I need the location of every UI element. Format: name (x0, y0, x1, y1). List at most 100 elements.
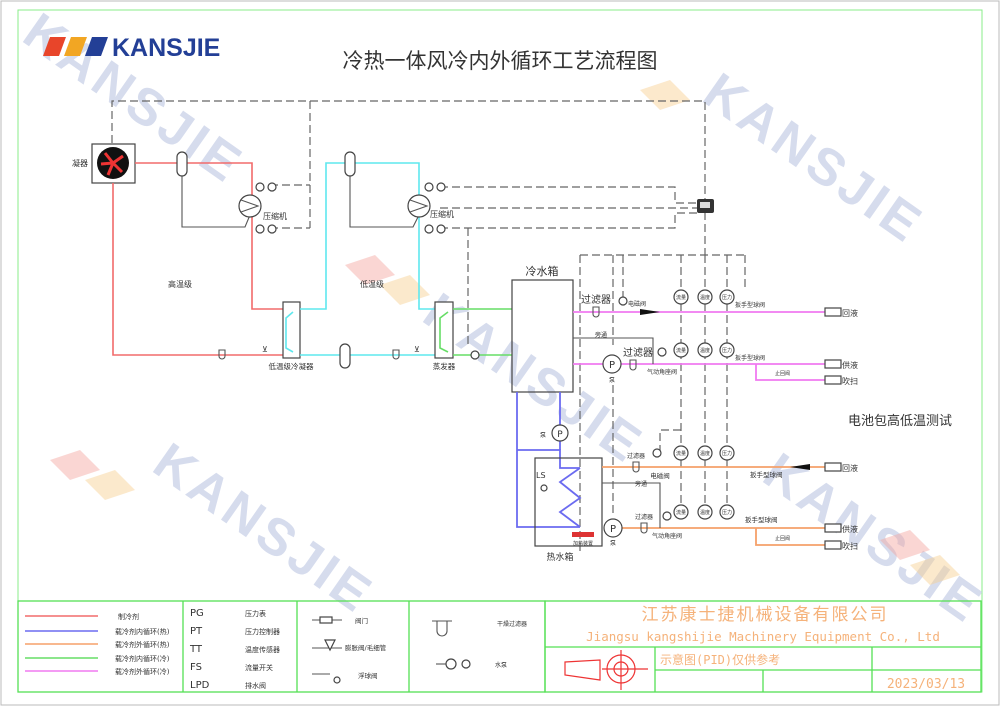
labels-pressure-text: 压力 (722, 294, 732, 301)
filter-icon (640, 522, 648, 534)
labels-level_switch-text: LS (536, 471, 546, 480)
legend-lines-4-label-text: 载冷剂外循环(冷) (115, 667, 170, 676)
cascade-condenser: 低温级冷凝器 (269, 301, 314, 371)
pump-icon (603, 518, 623, 538)
labels-purge-text: 吹扫 (842, 376, 858, 386)
legend-lines-3-label-text: 载冷剂内循环(冷) (115, 654, 170, 663)
labels-flow-text: 流量 (676, 509, 686, 516)
legend-symbols-4-label-text: 水泵 (495, 661, 507, 669)
code-legend: PG PT TT FS LPD 压力表 压力控制器 温度传感器 流量开关 排水阀 (189, 608, 280, 691)
labels-pump-text: 泵 (540, 432, 546, 439)
filter-icon (632, 461, 640, 473)
labels-cold_tank-text: 冷水箱 (526, 264, 559, 278)
labels-flow-text: 流量 (676, 294, 686, 301)
filter-icon (629, 359, 637, 371)
test-title: 电池包高低温测试 (848, 413, 952, 429)
solenoid-icon (618, 296, 628, 306)
labels-purge-text: 吹扫 (842, 541, 858, 551)
labels-pressure-text: 压力 (722, 347, 732, 354)
line-legend: 制冷剂 载冷剂内循环(热) 载冷剂外循环(热) 载冷剂内循环(冷) 载冷剂外循环… (25, 612, 170, 676)
legend-codes-1-code-text: PT (190, 626, 203, 637)
labels-solenoid_valve-text: 电磁阀 (628, 300, 646, 308)
compressor-icon (407, 194, 431, 218)
labels-return-text: 回液 (842, 308, 858, 318)
high-temp-refrigerant-loop: 压缩机 ⊻ 高温级 (112, 151, 297, 360)
water-pump-icon (445, 658, 457, 670)
labels-pneumatic_valve-text: 气动角座阀 (647, 368, 677, 376)
labels-ball_valve-text: 扳手型球阀 (735, 354, 765, 362)
labels-pump_symbol-text: P (609, 360, 615, 371)
labels-solenoid_valve-text: 电磁阀 (650, 471, 670, 480)
legend-lines-2-label-text: 载冷剂外循环(热) (115, 640, 170, 649)
legend-codes-0-label-text: 压力表 (245, 609, 266, 618)
kansjie-logo: KANSJIE (43, 34, 220, 62)
labels-filter-text: 过滤器 (623, 346, 653, 359)
valve-icon (319, 616, 333, 624)
low-temp-refrigerant-loop: 压缩机 ⊻ 低温级 (285, 151, 454, 369)
labels-pump_symbol-text: P (557, 430, 563, 440)
legend-symbols-2-label-text: 浮球阀 (358, 671, 378, 680)
labels-check_valve-text: 止回阀 (775, 370, 790, 377)
hot-water-tank: 热水箱 LS 加热装置 (534, 457, 603, 563)
watermark-text: KANSJIE (693, 62, 934, 255)
air-condenser: 凝器 (72, 143, 136, 184)
legend-codes-3-label-text: 流量开关 (245, 663, 273, 672)
legend-codes-3-code-text: FS (190, 662, 202, 673)
labels-pressure-text: 压力 (722, 450, 732, 457)
expansion-valve-icon: ⊻ (262, 345, 268, 354)
legend-table: 制冷剂 载冷剂内循环(热) 载冷剂外循环(热) 载冷剂内循环(冷) 载冷剂外循环… (17, 600, 546, 693)
labels-flow-text: 流量 (676, 347, 686, 354)
evaporator: 蒸发器 (433, 301, 512, 371)
condenser-label: 凝器 (72, 158, 88, 168)
labels-evaporator-text: 蒸发器 (433, 361, 456, 371)
company-name-en: Jiangsu kangshijie Machinery Equipment C… (586, 629, 940, 644)
disclaimer: 示意图(PID)仅供参考 (660, 652, 780, 667)
flow-arrow-icon (790, 464, 810, 470)
pump-icon (602, 354, 622, 374)
labels-return-text: 回液 (842, 463, 858, 473)
float-valve-icon (333, 676, 341, 684)
labels-cascade_condenser-text: 低温级冷凝器 (269, 361, 314, 371)
filter-icon (592, 306, 600, 318)
hot-instruments: 流量 温度 压力 流量 温度 压力 (673, 445, 735, 520)
logo-text-text: KANSJIE (112, 34, 220, 62)
watermark-stripes (50, 80, 960, 585)
cold-water-tank: 冷水箱 (511, 264, 574, 393)
legend-symbols-3-label-text: 干燥过滤器 (497, 620, 527, 628)
legend-lines-1-label-text: 载冷剂内循环(热) (115, 627, 170, 636)
cold-instruments: 流量 温度 压力 流量 温度 压力 (673, 289, 735, 358)
labels-temperature-text: 温度 (700, 509, 710, 516)
labels-pneumatic_valve-text: 气动角座阀 (652, 532, 682, 540)
hot-connectors: 回液 供液 吹扫 (824, 462, 858, 551)
legend-symbols-0-label-text: 阀门 (355, 616, 368, 625)
labels-filter-text: 过滤器 (635, 513, 653, 521)
compressor-icon (238, 194, 262, 218)
projection-symbol-icon (564, 650, 648, 690)
legend-codes-4-code-text: LPD (190, 680, 210, 691)
labels-pump_symbol-text: P (610, 524, 616, 535)
receiver-icon (176, 151, 188, 177)
page-title: 冷热一体风冷内外循环工艺流程图 (343, 49, 658, 73)
legend-symbols-1-label-text: 膨胀阀/毛细管 (345, 643, 387, 652)
legend-codes-4-label-text: 排水阀 (245, 681, 266, 690)
filter-icon (392, 349, 400, 360)
legend-codes-1-label-text: 压力控制器 (245, 627, 280, 636)
labels-check_valve-text: 止回阀 (775, 535, 790, 542)
labels-flow-text: 流量 (676, 450, 686, 457)
legend-codes-2-code-text: TT (189, 644, 203, 655)
flow-arrow-icon (640, 309, 660, 315)
labels-temperature-text: 温度 (700, 450, 710, 457)
watermark-text: KANSJIE (143, 432, 384, 625)
watermarks: KANSJIE KANSJIE KANSJIE KANSJIE KANSJIE (13, 2, 994, 635)
labels-pressure-text: 压力 (722, 509, 732, 516)
cold-connectors: 回液 供液 吹扫 (824, 307, 858, 386)
labels-supply-text: 供液 (842, 360, 858, 370)
compressor-label: 压缩机 (263, 211, 287, 221)
heater-icon (572, 532, 594, 537)
labels-ball_valve-text: 扳手型球阀 (735, 301, 765, 309)
labels-ball_valve-text: 扳手型球阀 (750, 470, 783, 479)
expansion-valve-icon (324, 639, 336, 652)
symbol-legend: 阀门 膨胀阀/毛细管 浮球阀 干燥过滤器 水泵 (312, 616, 527, 684)
labels-filter-text: 过滤器 (581, 293, 611, 306)
